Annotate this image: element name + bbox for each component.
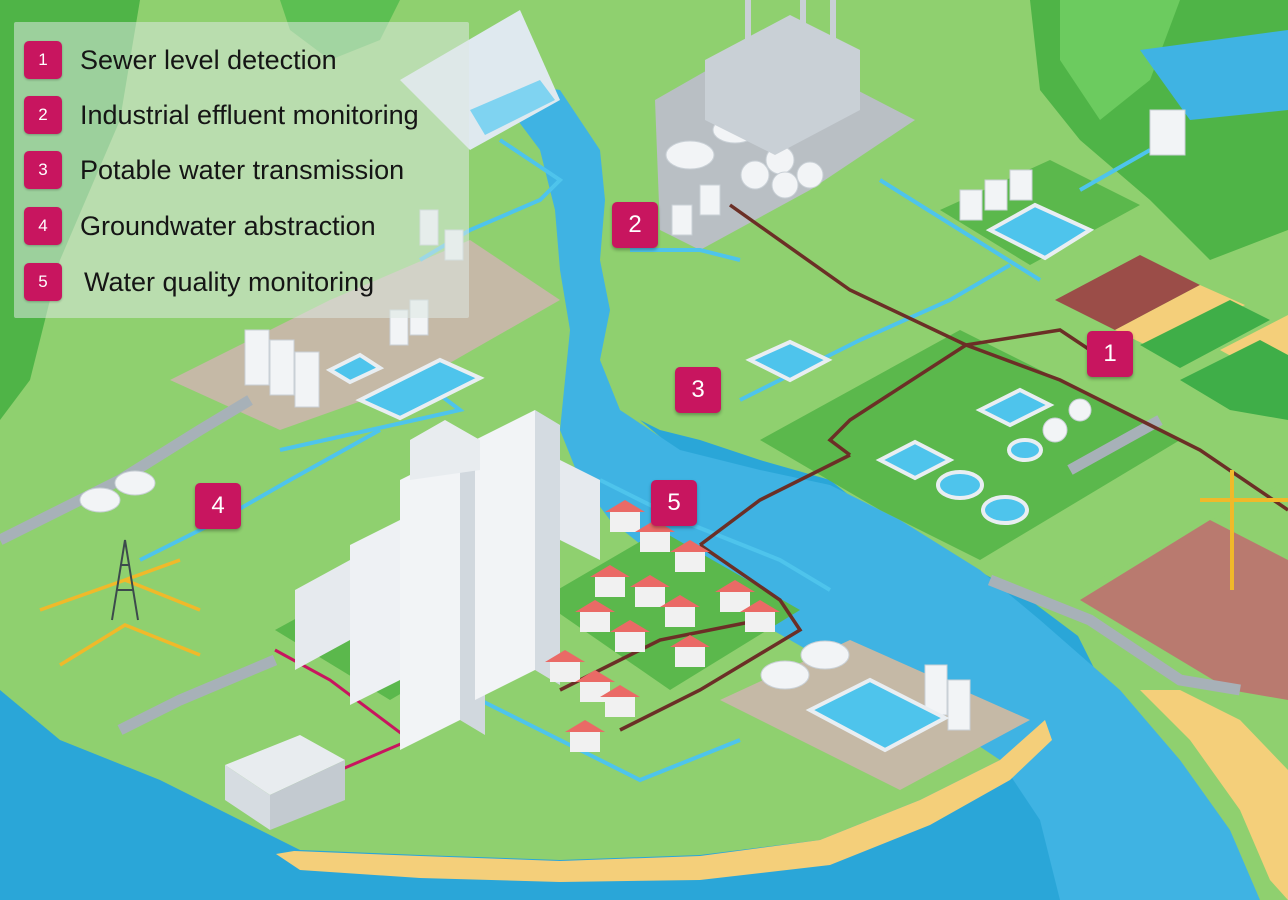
field-green-east — [1180, 340, 1288, 420]
marker-water-quality: 5 — [651, 480, 697, 526]
marker-sewer-level: 1 — [1087, 331, 1133, 377]
houses — [545, 500, 780, 752]
marker-industrial-effluent: 2 — [612, 202, 658, 248]
field-green — [1140, 300, 1270, 368]
lake — [1140, 30, 1288, 120]
marker-groundwater: 4 — [195, 483, 241, 529]
construction-pad — [1080, 520, 1288, 700]
left-bay — [0, 690, 300, 900]
river — [500, 80, 1260, 900]
dam-pool — [470, 80, 555, 135]
legend-label: Industrial effluent monitoring — [80, 99, 419, 130]
legend-badge: 2 — [24, 96, 62, 134]
water-basins — [325, 202, 1095, 753]
city-towers — [225, 410, 600, 830]
refinery — [705, 0, 860, 155]
beach-east — [1140, 690, 1288, 900]
legend-item-3: 3 Potable water transmission — [24, 150, 404, 190]
beach-south — [270, 720, 1052, 882]
legend-label: Potable water transmission — [80, 154, 405, 185]
crane — [1200, 470, 1288, 590]
gas-pipes — [39, 558, 201, 667]
legend-badge: 5 — [24, 263, 62, 301]
legend-label: Sewer level detection — [80, 44, 337, 75]
legend: 1 Sewer level detection 2 Industrial eff… — [14, 22, 469, 318]
legend-item-2: 2 Industrial effluent monitoring — [24, 95, 419, 135]
legend-item-5: 5 Water quality monitoring — [24, 262, 374, 302]
legend-label: Groundwater abstraction — [80, 210, 376, 241]
legend-badge: 3 — [24, 151, 62, 189]
field-yellow — [1115, 285, 1245, 352]
hill-northeast-light — [1060, 0, 1180, 120]
marker-potable-water: 3 — [675, 367, 721, 413]
field-brown — [1055, 255, 1200, 330]
legend-badge: 1 — [24, 41, 62, 79]
legend-item-4: 4 Groundwater abstraction — [24, 206, 376, 246]
legend-badge: 4 — [24, 207, 62, 245]
legend-item-1: 1 Sewer level detection — [24, 40, 337, 80]
legend-label: Water quality monitoring — [84, 266, 375, 297]
oil-derrick — [111, 539, 139, 621]
roads — [0, 395, 1241, 735]
